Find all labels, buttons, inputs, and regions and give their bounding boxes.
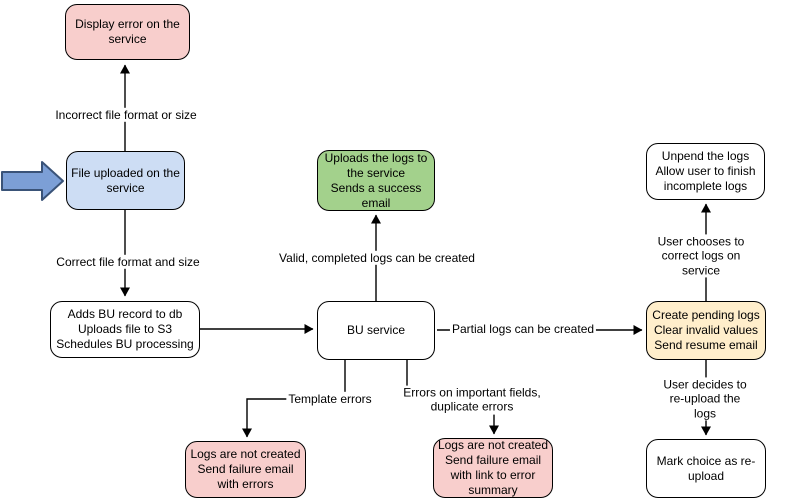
edge-label-user-corrects[interactable]: User chooses to correct logs on service xyxy=(651,234,751,278)
node-upload-success-label: Uploads the logs to the service Sends a … xyxy=(324,150,428,210)
edge-label-valid-logs[interactable]: Valid, completed logs can be created xyxy=(277,250,477,266)
node-fail-error-summary[interactable]: Logs are not created Send failure email … xyxy=(433,438,553,498)
node-display-error-label: Display error on the service xyxy=(75,17,180,46)
node-bu-service[interactable]: BU service xyxy=(317,301,435,360)
edge-label-partial-logs[interactable]: Partial logs can be created xyxy=(449,321,597,337)
node-fail-template-errors-label: Logs are not created Send failure email … xyxy=(190,447,301,491)
node-unpend-logs[interactable]: Unpend the logs Allow user to finish inc… xyxy=(646,143,765,200)
node-create-pending-logs[interactable]: Create pending logs Clear invalid values… xyxy=(646,301,766,360)
edge-label-correct-format[interactable]: Correct file format and size xyxy=(54,254,202,270)
entry-fat-arrow-icon xyxy=(1,161,64,201)
edge-label-template-errors[interactable]: Template errors xyxy=(286,391,374,407)
node-unpend-logs-label: Unpend the logs Allow user to finish inc… xyxy=(655,149,756,193)
node-file-uploaded[interactable]: File uploaded on the service xyxy=(66,151,185,210)
edge-label-user-reuploads[interactable]: User decides to re-upload the logs xyxy=(657,377,753,421)
node-create-pending-logs-label: Create pending logs Clear invalid values… xyxy=(652,308,760,352)
node-bu-service-label: BU service xyxy=(346,323,405,337)
edge-label-incorrect-format[interactable]: Incorrect file format or size xyxy=(53,107,199,123)
edge-label-field-errors[interactable]: Errors on important fields, duplicate er… xyxy=(401,385,543,415)
node-mark-reupload-label: Mark choice as re-upload xyxy=(656,453,756,483)
node-adds-bu-record[interactable]: Adds BU record to db Uploads file to S3 … xyxy=(50,301,200,358)
node-fail-template-errors[interactable]: Logs are not created Send failure email … xyxy=(185,441,306,498)
node-mark-reupload[interactable]: Mark choice as re-upload xyxy=(646,439,766,498)
node-display-error[interactable]: Display error on the service xyxy=(65,4,190,60)
node-file-uploaded-label: File uploaded on the service xyxy=(71,165,180,195)
node-adds-bu-record-label: Adds BU record to db Uploads file to S3 … xyxy=(56,307,194,351)
node-fail-error-summary-label: Logs are not created Send failure email … xyxy=(437,438,549,497)
node-upload-success[interactable]: Uploads the logs to the service Sends a … xyxy=(317,150,435,211)
